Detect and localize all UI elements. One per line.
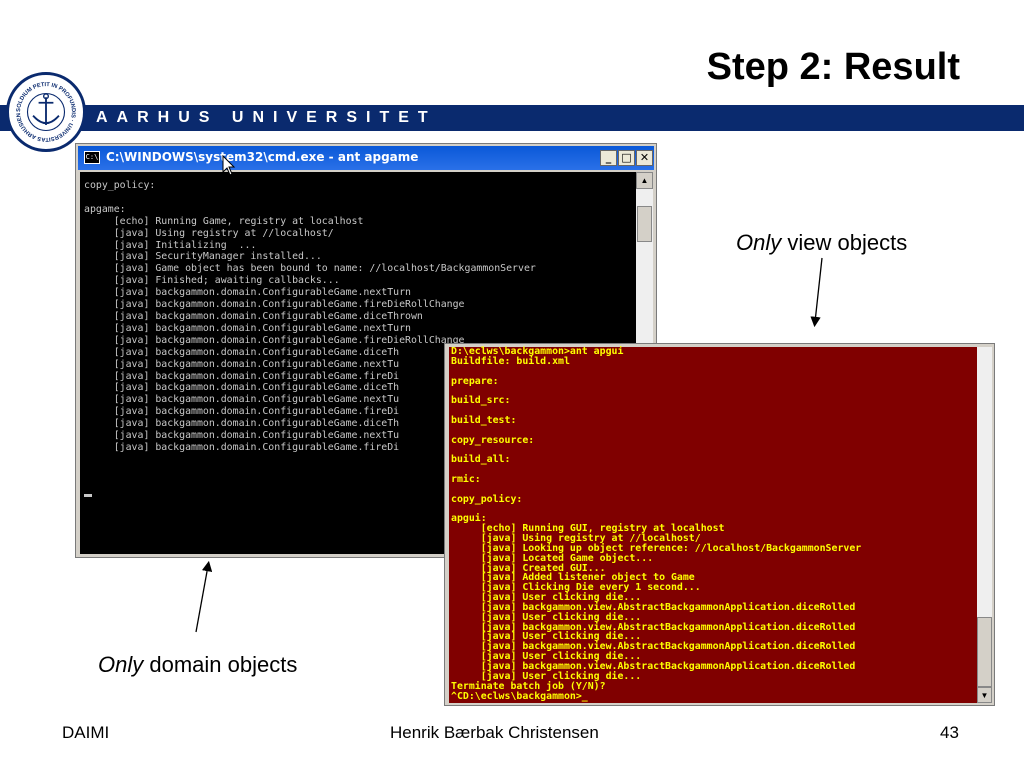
page-number: 43 [940, 723, 959, 742]
footer-left: DAIMI [62, 723, 110, 742]
scroll-up-arrow-icon[interactable]: ▲ [636, 172, 653, 189]
view-emphasis: Only [736, 230, 782, 255]
vertical-scrollbar[interactable]: ▼ [977, 347, 992, 703]
cmd-app-icon[interactable]: C:\ [84, 151, 100, 164]
domain-emphasis: Only [98, 652, 144, 677]
window-title: C:\WINDOWS\system32\cmd.exe - ant apgame [106, 150, 419, 164]
university-banner [0, 105, 1024, 131]
maximize-button[interactable]: □ [618, 150, 635, 166]
window-titlebar[interactable]: C:\ C:\WINDOWS\system32\cmd.exe - ant ap… [78, 146, 654, 170]
university-name: AARHUS UNIVERSITET [96, 109, 437, 126]
domain-label-text: domain objects [143, 652, 298, 677]
arrow-to-domain-window [195, 560, 213, 633]
university-seal-icon: SOLDIUM PETIT IN PROFUNDIS · UNIVERSITAS… [6, 71, 86, 152]
scroll-thumb[interactable] [637, 206, 652, 242]
scroll-thumb[interactable] [977, 617, 992, 687]
console-output-gui[interactable]: D:\eclws\backgammon>ant apgui Buildfile:… [449, 347, 977, 703]
console-text: copy_policy: apgame: [echo] Running Game… [84, 180, 536, 453]
view-label-text: view objects [781, 230, 908, 255]
view-objects-label: Only view objects [736, 230, 907, 256]
arrow-to-view-window [810, 257, 823, 328]
seal-lettering: SOLDIUM PETIT IN PROFUNDIS · UNIVERSITAS… [7, 71, 76, 142]
mouse-pointer-icon [222, 155, 236, 176]
slide-title: Step 2: Result [706, 46, 960, 88]
footer-author: Henrik Bærbak Christensen [390, 723, 599, 742]
domain-objects-label: Only domain objects [98, 652, 297, 678]
minimize-button[interactable]: _ [600, 150, 617, 166]
svg-text:SOLDIUM PETIT IN PROFUNDIS · U: SOLDIUM PETIT IN PROFUNDIS · UNIVERSITAS… [9, 75, 76, 142]
console-text: D:\eclws\backgammon>ant apgui Buildfile:… [451, 346, 862, 702]
cmd-window-gui: D:\eclws\backgammon>ant apgui Buildfile:… [444, 343, 995, 706]
close-button[interactable]: ✕ [636, 150, 653, 166]
text-cursor [84, 494, 92, 497]
scroll-down-arrow-icon[interactable]: ▼ [977, 687, 992, 703]
